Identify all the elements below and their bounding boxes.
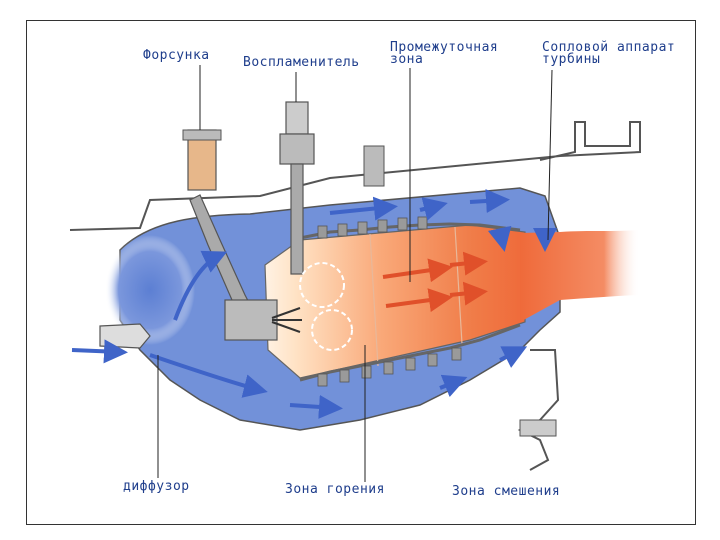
- label-mixing-zone: Зона смешения: [452, 484, 561, 499]
- label-diffuser: диффузор: [123, 479, 190, 494]
- recirculation-vortices: [299, 262, 353, 351]
- zone-divider-2: [454, 226, 463, 345]
- fuel-spray: [271, 307, 302, 333]
- leader-lines: [157, 65, 553, 482]
- upper-boss: [363, 145, 385, 187]
- turbine-nozzle-support: [517, 349, 560, 471]
- label-nozzle: Форсунка: [143, 48, 210, 63]
- swirler-dome: [224, 299, 278, 341]
- cooling-holes-top: [317, 216, 428, 239]
- turbine-mount-flange: [519, 419, 557, 437]
- igniter-head: [285, 101, 309, 135]
- label-turbine-nozzle-line1: Сопловой аппарат: [542, 40, 676, 55]
- label-igniter: Воспламенитель: [243, 55, 360, 70]
- label-combustion-zone: Зона горения: [285, 482, 385, 497]
- cooling-holes-bottom: [317, 347, 462, 387]
- hot-gas-arrows: [382, 251, 488, 313]
- igniter-body: [279, 133, 315, 165]
- igniter-rod: [290, 163, 304, 275]
- label-intermediate-zone-line2: зона: [390, 52, 424, 67]
- fuel-nozzle-cap: [182, 129, 222, 141]
- flame-tube-lower-wall: [299, 323, 521, 382]
- zone-divider-1: [369, 233, 379, 367]
- label-intermediate-zone-line1: Промежуточная: [390, 40, 499, 55]
- air-flow-arrows: [71, 189, 557, 419]
- inlet-air-glow: [105, 235, 195, 345]
- diagram-frame: [26, 20, 696, 525]
- label-turbine-nozzle-line2: турбины: [542, 52, 601, 67]
- outer-casing: [69, 121, 641, 231]
- turbine-exit-flow: [520, 230, 640, 322]
- diffuser-inlet: [99, 323, 151, 349]
